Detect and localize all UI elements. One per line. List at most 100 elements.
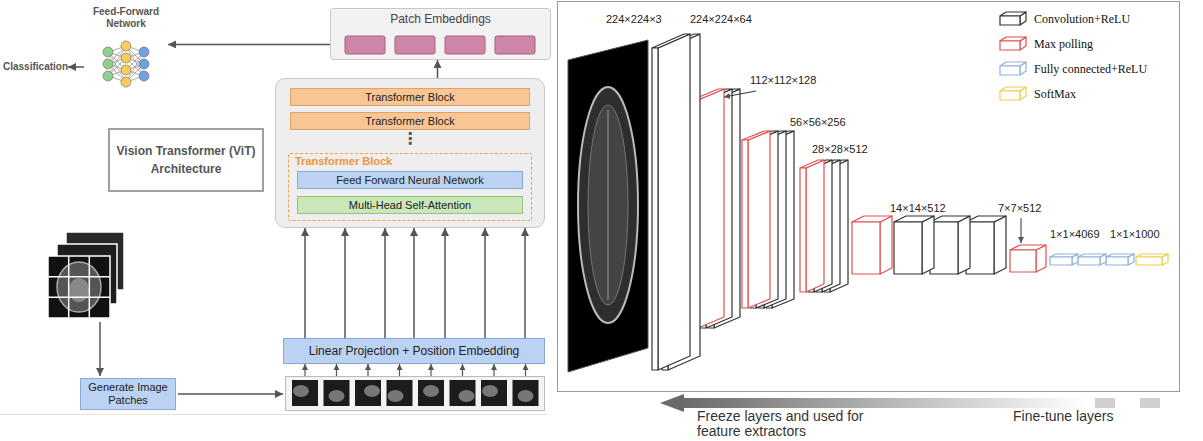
flow-arrow	[336, 364, 337, 376]
flow-arrow	[367, 364, 368, 376]
note-label: Freeze layers and used for feature extra…	[697, 409, 887, 439]
mri-stack	[48, 232, 124, 318]
conv-layer	[894, 216, 934, 274]
flow-arrow	[344, 228, 346, 338]
network-neuron	[103, 59, 113, 69]
patch-image	[355, 380, 381, 406]
input-slab	[568, 40, 648, 372]
patch-image	[418, 380, 444, 406]
layer-face	[852, 216, 892, 222]
embedding-vector	[345, 36, 385, 54]
conv-layer	[930, 216, 970, 274]
layer-face	[852, 222, 880, 274]
patch-detail	[293, 385, 309, 397]
flow-arrow	[384, 228, 386, 338]
network-node: Feed-Forward Network	[84, 4, 168, 104]
patch-image	[481, 380, 507, 406]
flow-arrow	[462, 364, 463, 376]
dimension-label: 112×112×128	[750, 74, 816, 87]
embedding-vector	[445, 36, 485, 54]
conv-layer	[966, 216, 1006, 274]
patch-detail	[329, 390, 345, 402]
patch-thumbnail	[324, 380, 350, 406]
process-box: Generate Image Patches	[80, 378, 176, 410]
panel-frame	[558, 2, 1180, 392]
dimension-label: 56×56×256	[790, 116, 846, 129]
layer-face	[658, 34, 690, 370]
legend-item: Fully connected+ReLU	[1034, 62, 1147, 76]
node-text: Feed-Forward Network	[84, 6, 168, 30]
patch-detail	[459, 390, 475, 402]
network-neuron	[121, 53, 131, 63]
patch-detail	[518, 390, 534, 402]
layer-face	[800, 168, 806, 292]
legend-text: Convolution+ReLU	[1034, 12, 1130, 26]
patch-grid	[89, 256, 91, 318]
pool-layer	[852, 216, 892, 274]
patch-thumbnail	[418, 380, 444, 406]
patch-grid	[48, 276, 110, 278]
layer-face	[1000, 91, 1020, 100]
panel-rule	[0, 414, 548, 415]
flow-arrow	[437, 60, 439, 78]
embedding-vector	[495, 36, 535, 54]
layer-face	[652, 34, 690, 48]
network-neuron	[139, 47, 149, 57]
node-text: Transformer Block	[289, 154, 398, 169]
legend-text: Fully connected+ReLU	[1034, 62, 1147, 76]
dash-block	[1095, 398, 1115, 408]
leader-line	[724, 91, 756, 97]
patch-grid	[68, 256, 70, 318]
dimension-label: 7×7×512	[998, 202, 1041, 215]
layer-face	[1010, 250, 1036, 272]
leader-line	[1021, 218, 1022, 243]
patch-thumbnail	[292, 380, 318, 406]
brain-midline	[608, 110, 609, 300]
transformer-block: Transformer Block	[290, 112, 530, 130]
patch-strip	[286, 377, 545, 411]
layer-face	[894, 222, 922, 274]
legend-icon	[1000, 37, 1026, 50]
layer-face	[1000, 66, 1020, 75]
mri-slice	[48, 256, 110, 318]
gradient-bar	[682, 398, 1088, 408]
flow-arrow	[413, 228, 415, 338]
flow-arrow	[430, 364, 431, 376]
layer-face	[1050, 257, 1072, 265]
embedding-vector	[395, 36, 435, 54]
legend-icons	[1000, 12, 1026, 100]
legend-text: SoftMax	[1034, 87, 1076, 101]
layer-face	[958, 216, 970, 274]
flow-arrow	[178, 393, 283, 395]
flow-arrow	[68, 66, 84, 68]
flow-arrow	[484, 228, 486, 338]
dimension-label: 1×1×4069	[1050, 228, 1100, 241]
brain-shape	[57, 262, 101, 312]
node-text: Multi-Head Self-Attention	[349, 198, 471, 212]
layer-face	[994, 216, 1006, 274]
pool-layer	[1010, 245, 1046, 272]
embedding-vectors	[331, 31, 544, 61]
legend-item: Convolution+ReLU	[1034, 12, 1130, 26]
network-neuron	[121, 65, 131, 75]
layer-face	[922, 216, 934, 274]
transformer-block: Transformer Block	[290, 88, 530, 106]
patch-image	[387, 380, 413, 406]
dimension-label: 1×1×1000	[1110, 228, 1160, 241]
node-text: Transformer Block	[365, 90, 454, 104]
gradient-arrow-head	[660, 394, 684, 412]
node-text: Classification	[3, 60, 68, 74]
patch-thumbnail	[513, 380, 539, 406]
sm-layer	[1136, 254, 1168, 265]
patch-thumbnail	[387, 380, 413, 406]
layer-face	[652, 48, 658, 370]
layer-face	[806, 160, 824, 292]
flow-arrow	[444, 228, 446, 338]
layer-face	[1078, 257, 1100, 265]
dimension-label: 14×14×512	[890, 202, 946, 215]
layer-face	[698, 89, 724, 328]
brain-shape	[578, 87, 638, 323]
node-text: ⋮	[276, 129, 544, 149]
network-neuron	[121, 77, 131, 87]
